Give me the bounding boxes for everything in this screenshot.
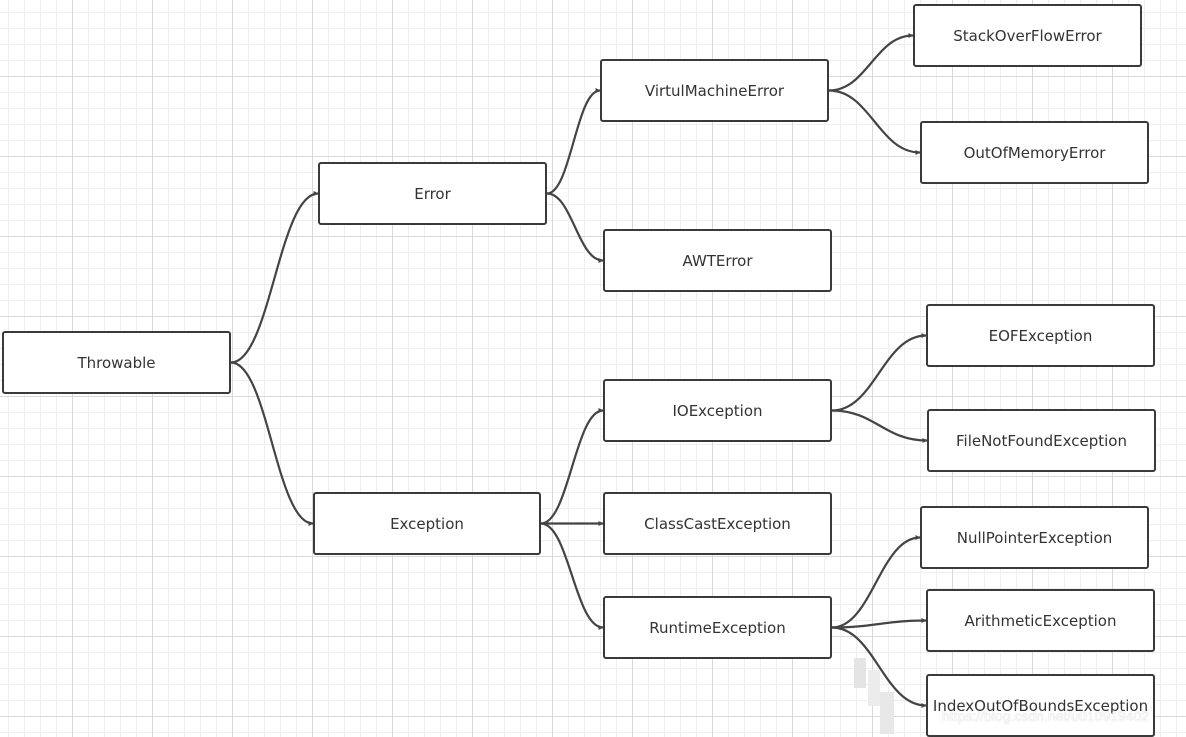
out-of-memory-error-node[interactable]: OutOfMemoryError [920, 121, 1149, 184]
eof-exception-node[interactable]: EOFException [926, 304, 1155, 367]
arithmetic-exception-node[interactable]: ArithmeticException [926, 589, 1155, 652]
error-node[interactable]: Error [318, 162, 547, 225]
edge-io_exception-to-file_not_found_exception [831, 409, 928, 443]
edge-exception-to-io_exception [540, 408, 604, 525]
edge-runtime_exception-to-arithmetic_exception [831, 618, 927, 629]
virtual-machine-error-node[interactable]: VirtulMachineError [600, 59, 829, 122]
edge-runtime_exception-to-null_pointer_exception [831, 535, 921, 629]
edge-error-to-awt_error [546, 192, 604, 263]
exception-node[interactable]: Exception [313, 492, 541, 555]
edge-io_exception-to-eof_exception [831, 333, 927, 412]
stack-overflow-error-node[interactable]: StackOverFlowError [913, 4, 1142, 67]
edge-throwable-to-exception [230, 361, 314, 526]
watermark-text: https://blog.csdn.net/u010919402 [942, 708, 1150, 724]
edge-runtime_exception-to-index_out_of_bounds_exception [831, 626, 927, 708]
index-out-of-bounds-exception-node[interactable]: IndexOutOfBoundsException [926, 674, 1155, 737]
null-pointer-exception-node[interactable]: NullPointerException [920, 506, 1149, 569]
edge-virtual_machine_error-to-stack_overflow_error [828, 33, 914, 92]
file-not-found-exception-node[interactable]: FileNotFoundException [927, 409, 1156, 472]
io-exception-node[interactable]: IOException [603, 379, 832, 442]
edge-virtual_machine_error-to-out_of_memory_error [828, 89, 921, 155]
watermark-logo-icon [854, 658, 894, 734]
edge-throwable-to-error [230, 191, 319, 364]
edge-error-to-virtual_machine_error [546, 88, 601, 195]
runtime-exception-node[interactable]: RuntimeException [603, 596, 832, 659]
awt-error-node[interactable]: AWTError [603, 229, 832, 292]
edge-exception-to-runtime_exception [540, 522, 604, 630]
class-cast-exception-node[interactable]: ClassCastException [603, 492, 832, 555]
throwable-node[interactable]: Throwable [2, 331, 231, 394]
